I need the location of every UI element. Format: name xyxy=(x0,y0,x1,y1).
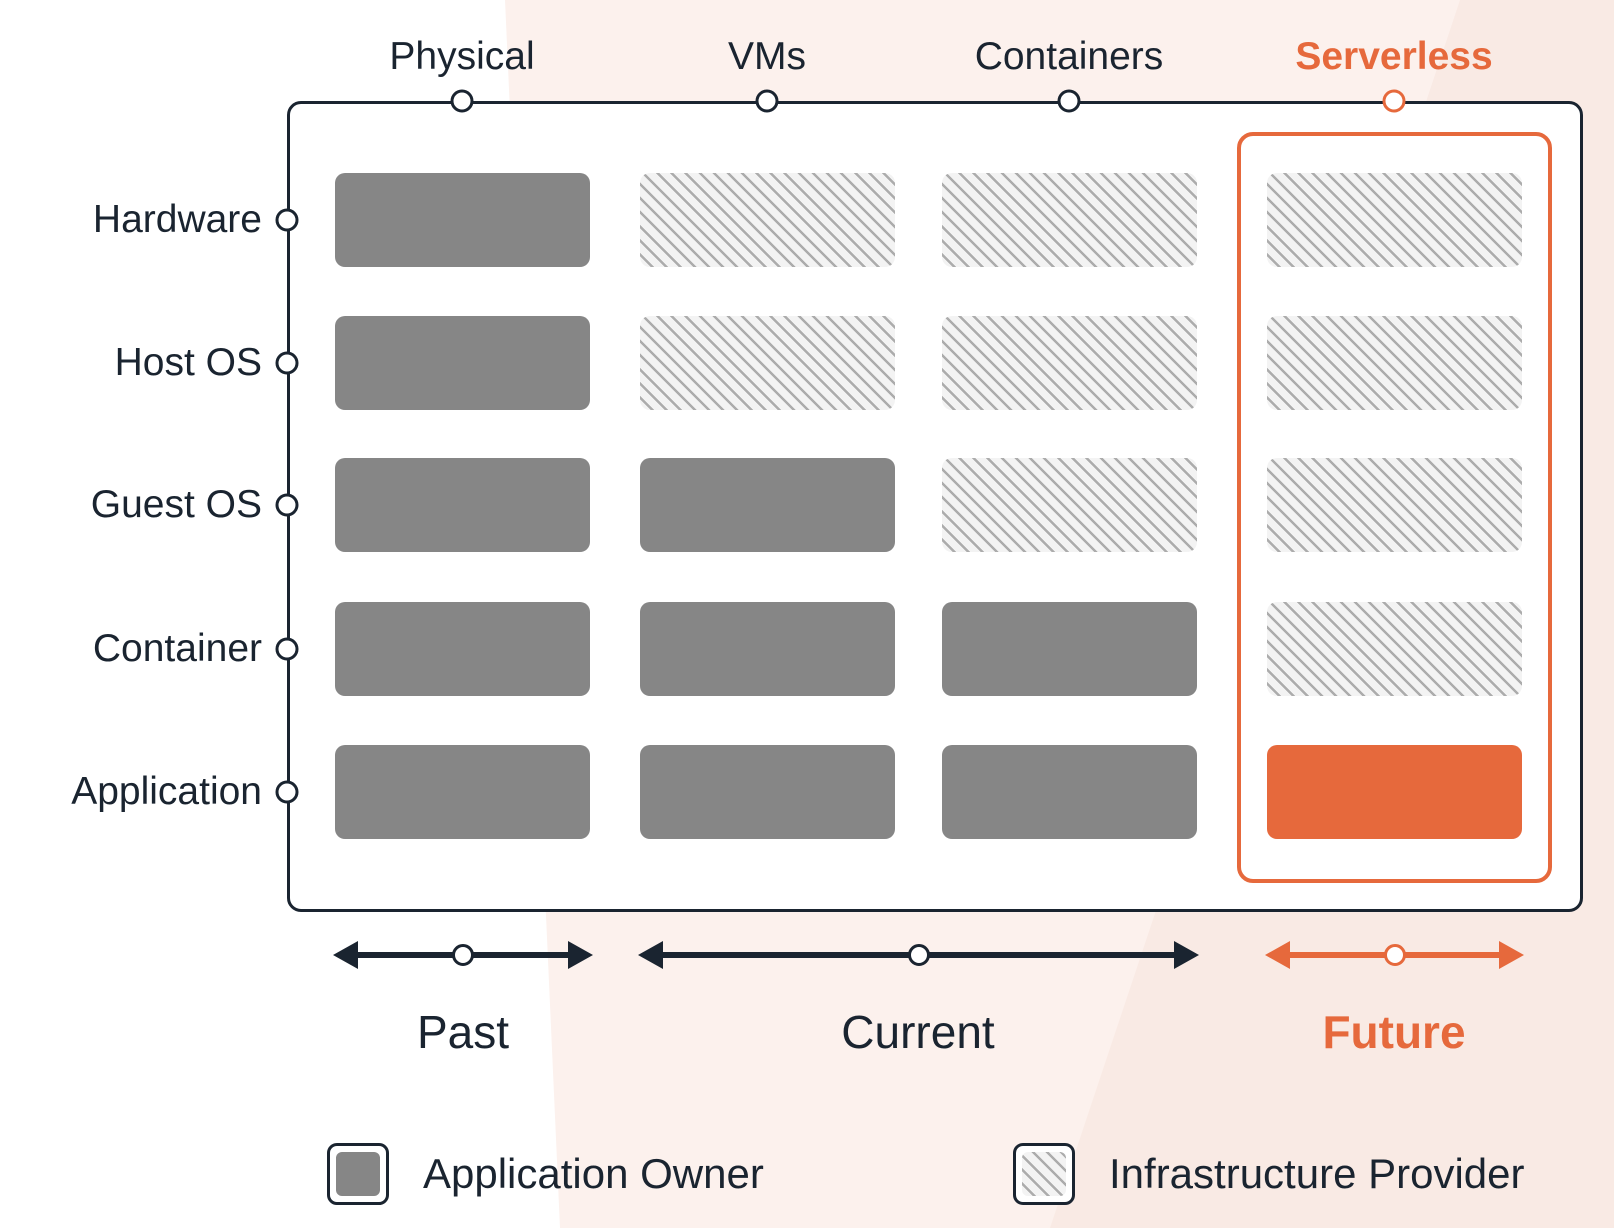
arrow-head-right-icon xyxy=(1499,941,1524,969)
block-hardware-serverless xyxy=(1267,173,1522,267)
node-column-serverless xyxy=(1382,89,1406,113)
block-guest-os-containers xyxy=(942,458,1197,552)
block-host-os-containers xyxy=(942,316,1197,410)
block-guest-os-vms xyxy=(640,458,895,552)
block-application-serverless xyxy=(1267,745,1522,839)
block-hardware-vms xyxy=(640,173,895,267)
node-row-container xyxy=(275,637,299,661)
column-header-serverless: Serverless xyxy=(1295,35,1493,78)
hatched-swatch xyxy=(1022,1152,1066,1196)
arrow-head-left-icon xyxy=(1265,941,1290,969)
serverless-highlight-box xyxy=(1237,132,1552,883)
node-row-host-os xyxy=(275,351,299,375)
node-column-physical xyxy=(450,89,474,113)
node-row-guest-os xyxy=(275,493,299,517)
node-column-vms xyxy=(755,89,779,113)
arrow-node xyxy=(452,944,474,966)
solid-gray-swatch xyxy=(336,1152,380,1196)
column-header-vms: VMs xyxy=(728,35,806,78)
block-host-os-physical xyxy=(335,316,590,410)
block-container-physical xyxy=(335,602,590,696)
arrow-head-right-icon xyxy=(568,941,593,969)
block-application-physical xyxy=(335,745,590,839)
block-container-vms xyxy=(640,602,895,696)
legend-label: Infrastructure Provider xyxy=(1109,1150,1525,1197)
node-column-containers xyxy=(1057,89,1081,113)
block-guest-os-physical xyxy=(335,458,590,552)
legend-item-infrastructure-provider: Infrastructure Provider xyxy=(1013,1143,1525,1205)
arrow-head-left-icon xyxy=(638,941,663,969)
block-container-containers xyxy=(942,602,1197,696)
legend-label: Application Owner xyxy=(423,1150,764,1197)
row-label-application: Application xyxy=(71,770,262,813)
row-label-container: Container xyxy=(92,627,262,670)
block-application-containers xyxy=(942,745,1197,839)
block-host-os-serverless xyxy=(1267,316,1522,410)
block-hardware-physical xyxy=(335,173,590,267)
arrow-node xyxy=(1383,944,1406,966)
era-label-current: Current xyxy=(841,1006,995,1058)
row-label-host-os: Host OS xyxy=(114,341,262,384)
era-label-future: Future xyxy=(1322,1006,1466,1058)
arrow-node xyxy=(907,944,930,966)
legend-item-application-owner: Application Owner xyxy=(327,1143,764,1205)
arrow-head-right-icon xyxy=(1174,941,1199,969)
block-guest-os-serverless xyxy=(1267,458,1522,552)
block-hardware-containers xyxy=(942,173,1197,267)
block-container-serverless xyxy=(1267,602,1522,696)
arrow-head-left-icon xyxy=(333,941,358,969)
row-label-hardware: Hardware xyxy=(92,198,262,241)
column-header-containers: Containers xyxy=(974,35,1164,78)
column-header-physical: Physical xyxy=(389,35,535,78)
era-label-past: Past xyxy=(416,1006,510,1058)
block-application-vms xyxy=(640,745,895,839)
block-host-os-vms xyxy=(640,316,895,410)
application-owner-swatch-icon xyxy=(327,1143,389,1205)
row-label-guest-os: Guest OS xyxy=(90,483,262,526)
node-row-hardware xyxy=(275,208,299,232)
node-row-application xyxy=(275,780,299,804)
infrastructure-provider-swatch-icon xyxy=(1013,1143,1075,1205)
